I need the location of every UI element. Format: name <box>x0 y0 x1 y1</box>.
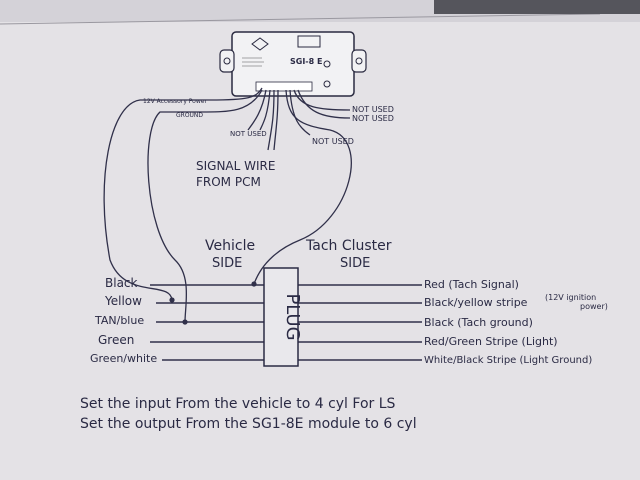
right-wire-label-5: White/Black Stripe (Light Ground) <box>424 355 592 366</box>
dark-corner <box>434 0 640 14</box>
not-used-label-1: NOT USED <box>352 105 394 114</box>
not-used-label-2: NOT USED <box>352 114 394 123</box>
ground-label: GROUND <box>176 112 203 119</box>
paper-edge <box>0 13 601 25</box>
wire-signal-a <box>267 89 275 151</box>
splice-yellow <box>169 297 175 303</box>
not-used-label-3: NOT USED <box>230 130 267 138</box>
left-wire-label-5: Green/white <box>90 352 157 365</box>
mount-hole-right <box>355 57 363 65</box>
left-wire-label-3: TAN/blue <box>94 314 144 327</box>
tach-cluster-label: Tach Cluster <box>305 238 392 254</box>
dip-switch-2-icon <box>323 80 331 88</box>
accessory-power-label: 12V Accessory Power <box>143 98 207 105</box>
instruction-line-1: Set the input From the vehicle to 4 cyl … <box>80 396 396 412</box>
right-wire-label-2: Black/yellow stripe <box>424 296 528 309</box>
module-logo-icon <box>251 37 269 51</box>
wire-signal-b <box>273 89 279 151</box>
right-wire-label-4: Red/Green Stripe (Light) <box>424 335 558 348</box>
wire-not-used-a <box>247 89 267 131</box>
right-wire-label-3: Black (Tach ground) <box>424 316 533 329</box>
ignition-note-2: power) <box>580 302 608 311</box>
wire-tach-out <box>253 89 352 285</box>
vehicle-label: Vehicle <box>205 238 255 254</box>
ignition-note-1: (12V ignition <box>545 293 596 302</box>
wire-accessory-power <box>103 87 263 301</box>
left-wire-label-4: Green <box>98 333 134 347</box>
wire-not-used-1 <box>293 89 351 111</box>
module-left-tab <box>219 49 235 73</box>
left-wire-label-1: Black <box>105 276 138 290</box>
module-right-tab <box>351 49 367 73</box>
splice-tan <box>182 319 188 325</box>
wire-ground <box>147 89 263 323</box>
from-pcm-label: FROM PCM <box>196 175 261 189</box>
module-name: SGI-8 E <box>290 57 322 66</box>
module-display <box>297 35 321 48</box>
splice-black <box>251 281 257 287</box>
dip-switch-1-icon <box>323 60 331 68</box>
module-wires <box>103 87 352 323</box>
tach-side-label: SIDE <box>340 256 370 271</box>
wire-not-used-2 <box>297 89 351 119</box>
left-wire-label-2: Yellow <box>104 294 142 308</box>
sgi-8e-module: SGI-8 E <box>219 31 367 97</box>
plug-label: PLUG <box>282 293 303 340</box>
signal-wire-label: SIGNAL WIRE <box>196 159 275 173</box>
right-wire-label-1: Red (Tach Signal) <box>424 278 519 291</box>
wire-not-used-3 <box>289 89 311 136</box>
instruction-line-2: Set the output From the SG1-8E module to… <box>80 416 417 432</box>
not-used-label-4: NOT USED <box>312 137 354 146</box>
terminal-block <box>255 81 313 92</box>
vehicle-side-label: SIDE <box>212 256 242 271</box>
plug-connector: PLUG <box>263 267 303 367</box>
wire-not-used-b <box>259 89 271 131</box>
mount-hole-left <box>223 57 231 65</box>
